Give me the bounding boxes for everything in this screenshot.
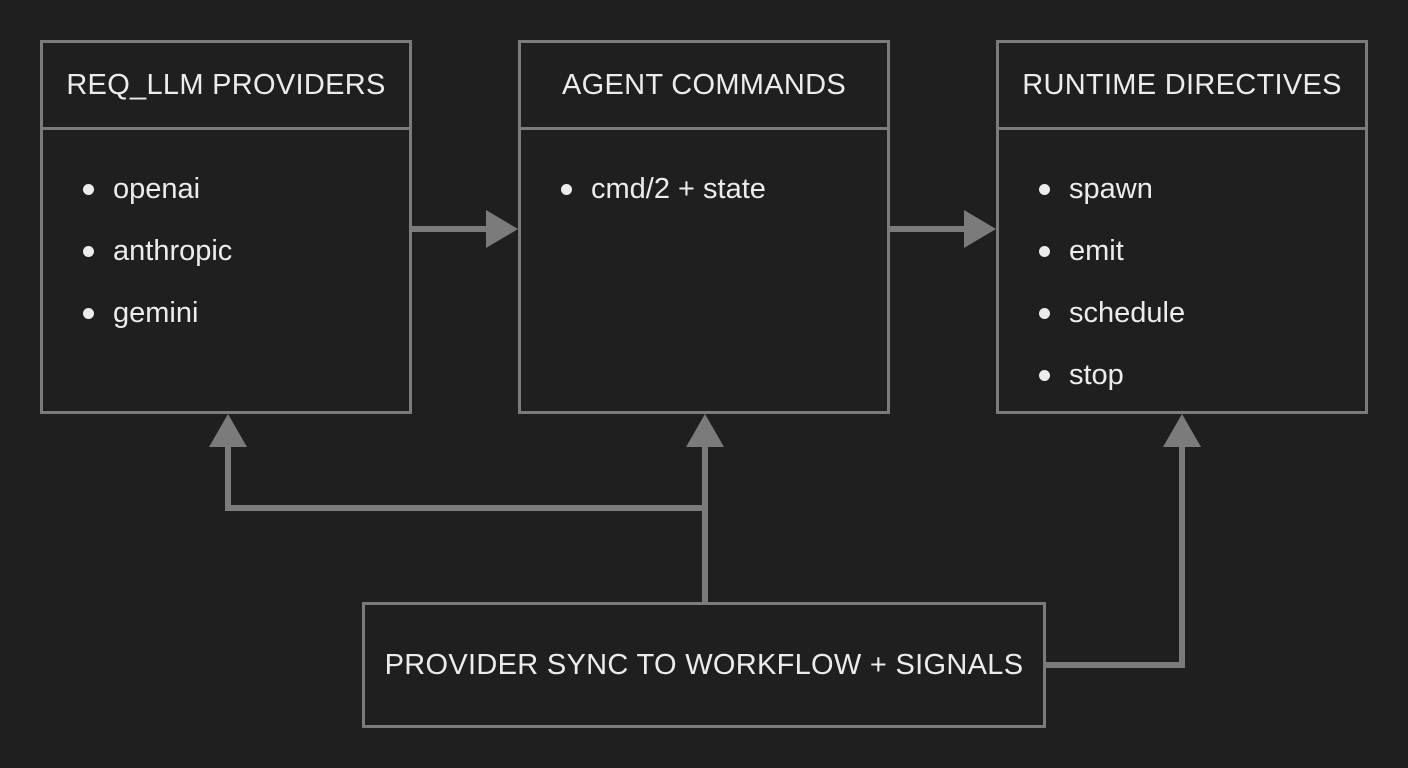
directives-box: RUNTIME DIRECTIVES spawn emit schedule s… bbox=[996, 40, 1368, 414]
arrowhead-into-commands bbox=[486, 210, 518, 248]
directives-box-title: RUNTIME DIRECTIVES bbox=[999, 43, 1365, 130]
list-item: stop bbox=[1039, 344, 1365, 406]
arrowhead-into-directives bbox=[964, 210, 996, 248]
provider-sync-label: PROVIDER SYNC TO WORKFLOW + SIGNALS bbox=[384, 648, 1024, 681]
list-item: emit bbox=[1039, 220, 1365, 282]
list-item: cmd/2 + state bbox=[561, 158, 887, 220]
providers-box: REQ_LLM PROVIDERS openai anthropic gemin… bbox=[40, 40, 412, 414]
arrowhead-into-directives-bottom bbox=[1163, 414, 1201, 447]
providers-list: openai anthropic gemini bbox=[43, 130, 409, 344]
commands-box: AGENT COMMANDS cmd/2 + state bbox=[518, 40, 890, 414]
arrowhead-into-commands-bottom bbox=[686, 414, 724, 447]
provider-sync-box: PROVIDER SYNC TO WORKFLOW + SIGNALS bbox=[362, 602, 1046, 728]
connector-sync-to-providers bbox=[225, 444, 705, 511]
list-item: spawn bbox=[1039, 158, 1365, 220]
list-item: openai bbox=[83, 158, 409, 220]
list-item: anthropic bbox=[83, 220, 409, 282]
connector-sync-to-directives bbox=[1046, 444, 1185, 668]
directives-list: spawn emit schedule stop bbox=[999, 130, 1365, 406]
arrowhead-into-providers-bottom bbox=[209, 414, 247, 447]
providers-box-title: REQ_LLM PROVIDERS bbox=[43, 43, 409, 130]
list-item: gemini bbox=[83, 282, 409, 344]
commands-list: cmd/2 + state bbox=[521, 130, 887, 220]
list-item: schedule bbox=[1039, 282, 1365, 344]
commands-box-title: AGENT COMMANDS bbox=[521, 43, 887, 130]
